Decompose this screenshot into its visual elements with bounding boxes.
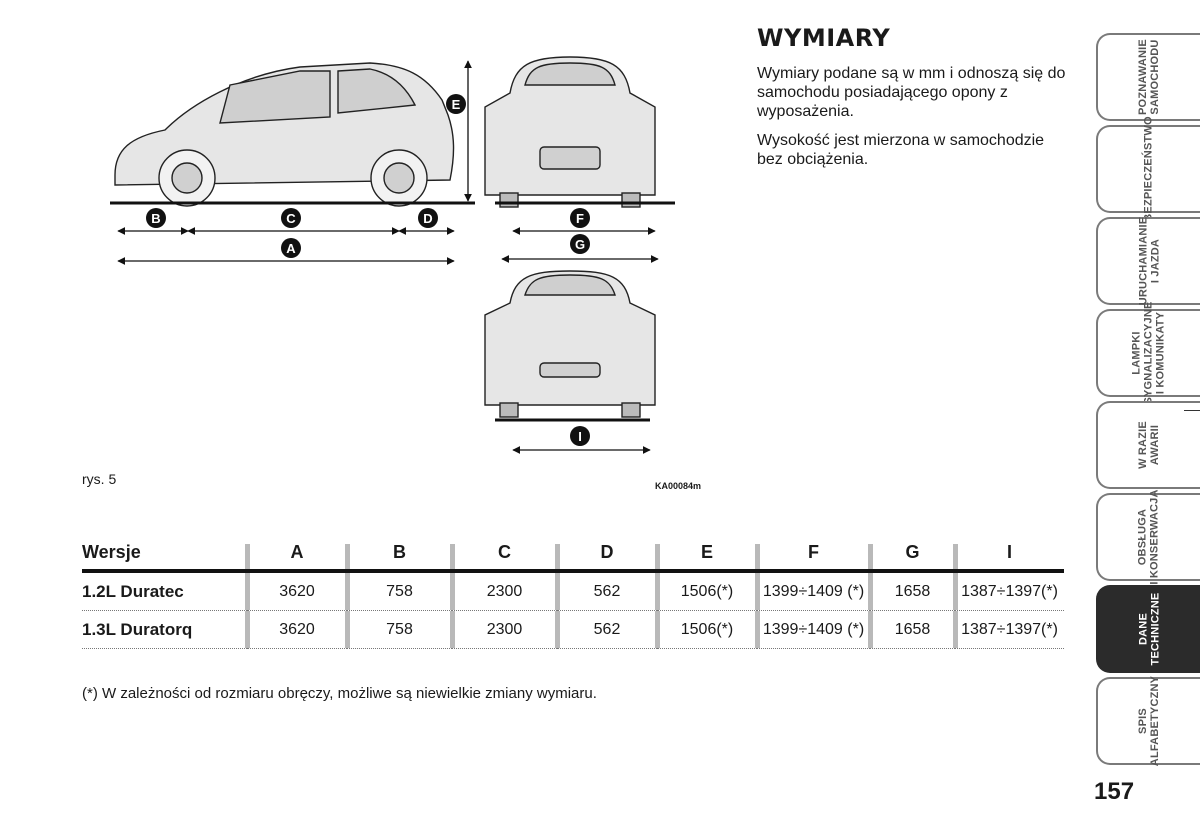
side-view-car bbox=[114, 62, 455, 207]
tab-bezpieczenstwo[interactable]: BEZPIECZEŃSTWO bbox=[1096, 116, 1200, 222]
dimensions-drawing: A B C D E F G I bbox=[110, 56, 675, 454]
figure-code: KA00084m bbox=[655, 481, 702, 491]
marker-f: F bbox=[570, 208, 590, 228]
table-row: 1.3L Duratorq 3620 758 2300 562 1506(*) … bbox=[82, 610, 1064, 649]
intro-paragraph-1: Wymiary podane są w mm i odnoszą się do … bbox=[757, 65, 1066, 120]
cell-e: 1506(*) bbox=[655, 610, 757, 649]
dimensions-figure: A B C D E F G I bbox=[70, 45, 710, 495]
marker-c: C bbox=[281, 208, 301, 228]
section-title: WYMIARY bbox=[757, 24, 891, 52]
marker-b: B bbox=[146, 208, 166, 228]
svg-text:C: C bbox=[286, 211, 296, 226]
cell-d: 562 bbox=[555, 610, 657, 649]
svg-text:E: E bbox=[452, 97, 461, 112]
tab-label: POZNAWANIE SAMOCHODU bbox=[1136, 39, 1161, 115]
header-b: B bbox=[345, 536, 452, 573]
tab-dane-techniczne[interactable]: DANE TECHNICZNE bbox=[1096, 585, 1200, 673]
marker-d: D bbox=[418, 208, 438, 228]
tab-label: OBSŁUGA I KONSERWACJA bbox=[1137, 489, 1161, 585]
header-a: A bbox=[245, 536, 347, 573]
divider-tick bbox=[1184, 410, 1200, 411]
cell-b: 758 bbox=[345, 610, 452, 649]
header-g: G bbox=[868, 536, 955, 573]
tab-spis-alfabetyczny[interactable]: SPIS ALFABETYCZNY bbox=[1096, 675, 1200, 767]
cell-i: 1387÷1397(*) bbox=[953, 571, 1064, 611]
tab-label: DANE TECHNICZNE bbox=[1136, 592, 1161, 666]
cell-a: 3620 bbox=[245, 610, 347, 649]
cell-f: 1399÷1409 (*) bbox=[755, 571, 870, 611]
tab-label: SPIS ALFABETYCZNY bbox=[1137, 675, 1161, 767]
marker-g: G bbox=[570, 234, 590, 254]
marker-a: A bbox=[281, 238, 301, 258]
header-d: D bbox=[555, 536, 657, 573]
svg-text:F: F bbox=[576, 211, 584, 226]
dimension-markers: A B C D E F G I bbox=[146, 94, 590, 446]
tab-poznawanie-samochodu[interactable]: POZNAWANIE SAMOCHODU bbox=[1096, 33, 1200, 121]
tab-label: BEZPIECZEŃSTWO bbox=[1143, 116, 1155, 222]
header-wersje: Wersje bbox=[82, 536, 247, 573]
header-f: F bbox=[755, 536, 870, 573]
tab-lampki-sygnalizacyjne[interactable]: LAMPKI SYGNALIZACYJNE I KOMUNIKATY bbox=[1096, 301, 1200, 405]
header-i: I bbox=[953, 536, 1064, 573]
dimension-lines bbox=[110, 60, 675, 454]
cell-i: 1387÷1397(*) bbox=[953, 610, 1064, 649]
rear-view-car bbox=[484, 270, 656, 418]
marker-e: E bbox=[446, 94, 466, 114]
svg-text:I: I bbox=[578, 429, 582, 444]
tab-obsluga-i-konserwacja[interactable]: OBSŁUGA I KONSERWACJA bbox=[1096, 489, 1200, 585]
tab-label: W RAZIE AWARII bbox=[1137, 421, 1161, 469]
dimensions-table: Wersje A B C D E F G I 1.2L Duratec 3620… bbox=[82, 536, 1064, 649]
cell-c: 2300 bbox=[450, 571, 557, 611]
svg-text:G: G bbox=[575, 237, 585, 252]
header-c: C bbox=[450, 536, 557, 573]
intro-text: Wymiary podane są w mm i odnoszą się do … bbox=[757, 64, 1072, 179]
cell-version: 1.2L Duratec bbox=[82, 571, 247, 611]
cell-g: 1658 bbox=[868, 610, 955, 649]
svg-text:A: A bbox=[286, 241, 296, 256]
cell-g: 1658 bbox=[868, 571, 955, 611]
marker-i: I bbox=[570, 426, 590, 446]
cell-a: 3620 bbox=[245, 571, 347, 611]
footnote: (*) W zależności od rozmiaru obręczy, mo… bbox=[82, 685, 597, 702]
tab-label: URUCHAMIANIE I JAZDA bbox=[1136, 216, 1161, 306]
cell-c: 2300 bbox=[450, 610, 557, 649]
cell-f: 1399÷1409 (*) bbox=[755, 610, 870, 649]
intro-paragraph-2: Wysokość jest mierzona w samochodzie bez… bbox=[757, 132, 1045, 168]
table-header-row: Wersje A B C D E F G I bbox=[82, 536, 1064, 573]
cell-d: 562 bbox=[555, 571, 657, 611]
page-number: 157 bbox=[1094, 778, 1135, 805]
table-row: 1.2L Duratec 3620 758 2300 562 1506(*) 1… bbox=[82, 571, 1064, 611]
tab-w-razie-awarii[interactable]: W RAZIE AWARII bbox=[1096, 401, 1200, 489]
figure-caption: rys. 5 bbox=[82, 471, 117, 487]
tab-uruchamianie-i-jazda[interactable]: URUCHAMIANIE I JAZDA bbox=[1096, 217, 1200, 305]
cell-version: 1.3L Duratorq bbox=[82, 610, 247, 649]
svg-text:B: B bbox=[151, 211, 160, 226]
svg-text:D: D bbox=[423, 211, 432, 226]
cell-b: 758 bbox=[345, 571, 452, 611]
tab-label: LAMPKI SYGNALIZACYJNE I KOMUNIKATY bbox=[1131, 301, 1168, 405]
header-e: E bbox=[655, 536, 757, 573]
cell-e: 1506(*) bbox=[655, 571, 757, 611]
front-view-car bbox=[484, 56, 656, 208]
